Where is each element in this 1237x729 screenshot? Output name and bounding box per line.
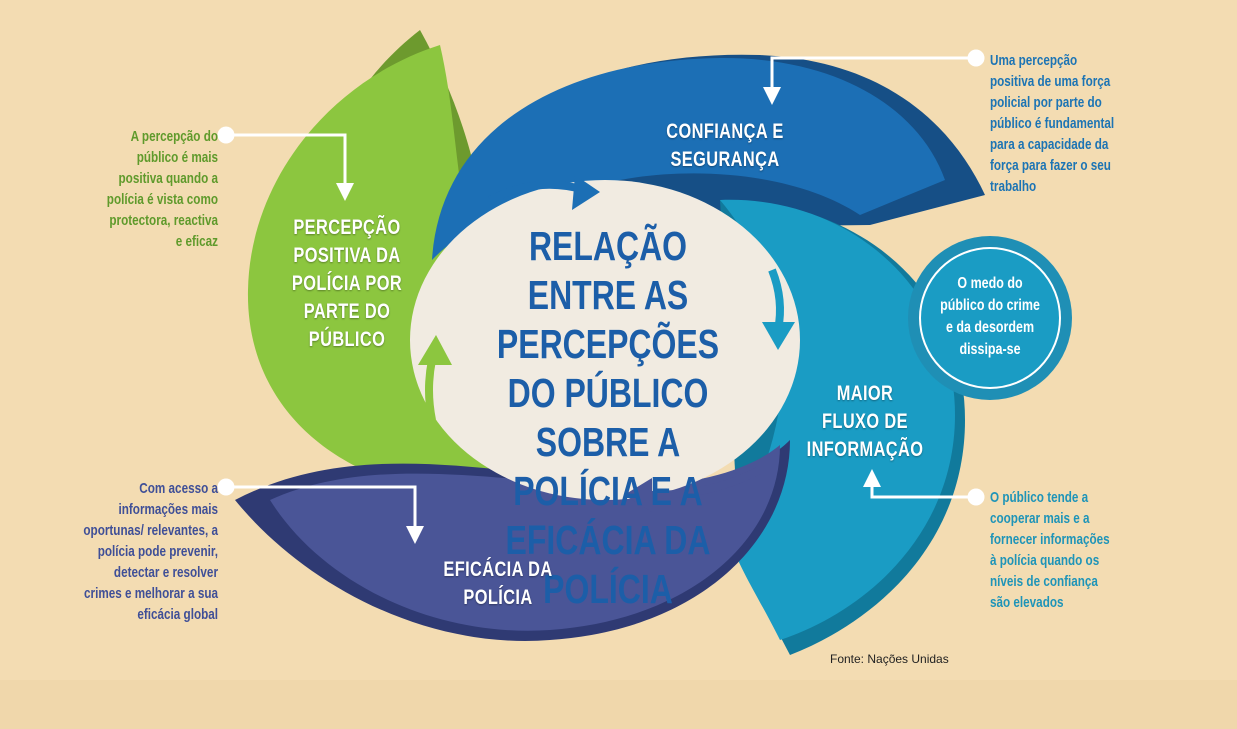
medo-circle-text: O medo do público do crime e da desordem… [940,275,1040,358]
center-circle [410,180,800,500]
eficacia-label: EFICÁCIA DA POLÍCIA [443,558,553,609]
eficacia-note: Com acesso a informações mais oportunas/… [83,480,219,623]
informacao-label: MAIOR FLUXO DE INFORMAÇÃO [806,382,924,461]
percepcao-label: PERCEPÇÃO POSITIVA DA POLÍCIA POR PARTE … [291,216,403,351]
confianca-label: CONFIANÇA E SEGURANÇA [666,120,784,171]
informacao-note: O público tende a cooperar mais e a forn… [990,489,1110,611]
confianca-segment [432,57,945,260]
diagram-title: RELAÇÃO ENTRE AS PERCEPÇÕES DO PÚBLICO S… [496,223,720,612]
source-credit: Fonte: Nações Unidas [830,652,949,666]
medo-circle-inner [919,247,1061,389]
arrow-left [425,359,436,421]
percepcao-note: A percepção do público é mais positiva q… [106,128,218,250]
arrow-bottom [644,466,762,499]
confianca-note: Uma percepção positiva de uma força poli… [990,52,1115,195]
